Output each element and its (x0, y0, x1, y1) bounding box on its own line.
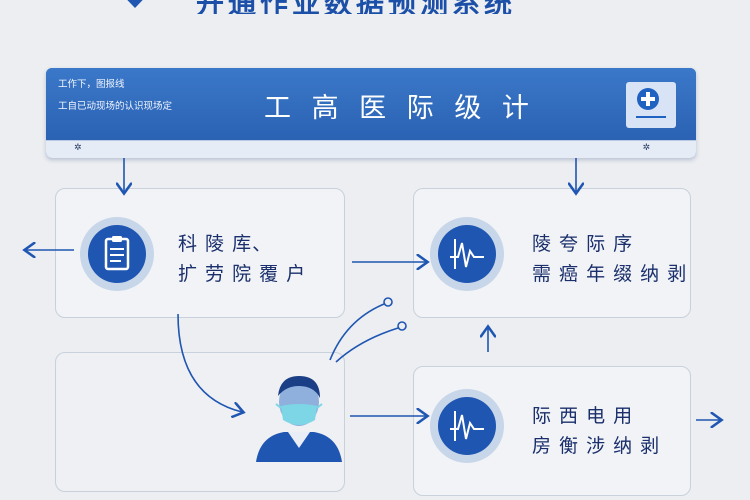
card-right-top-line1: 陵 夸 际 序 (532, 233, 634, 255)
ecg-icon (430, 389, 504, 463)
card-right-top-line2: 需 癌 年 缀 纳 剥 (532, 263, 688, 285)
banner-subtext-2: 工自已动现场的认识现场定 (58, 101, 173, 112)
banner-strip: ✲ ✲ (46, 140, 696, 158)
card-left-line2: 扩 劳 院 覆 户 (178, 263, 307, 285)
card-right-bottom[interactable]: 际 西 电 用 房 衡 涉 纳 剥 (413, 366, 691, 496)
banner-main-area: 工作下，图报线 工自已动现场的认识现场定 工 高 医 际 级 计 (46, 68, 696, 140)
header-banner: 工作下，图报线 工自已动现场的认识现场定 工 高 医 际 级 计 ✲ ✲ (46, 68, 696, 158)
card-right-top[interactable]: 陵 夸 际 序 需 癌 年 缀 纳 剥 (413, 188, 691, 318)
card-right-bottom-line1: 际 西 电 用 (532, 405, 634, 427)
clipboard-icon (80, 217, 154, 291)
banner-subtext-1: 工作下，图报线 (58, 79, 125, 90)
banner-title: 工 高 医 际 级 计 (264, 93, 535, 124)
medical-badge-icon (626, 82, 676, 128)
masked-person-icon (256, 376, 342, 462)
asterisk-icon: ✲ (642, 143, 650, 153)
card-left[interactable]: 科 陵 库、 扩 劳 院 覆 户 (55, 188, 345, 318)
ecg-icon (430, 217, 504, 291)
page-title: 开通作业数据预测系统 (196, 0, 636, 14)
card-right-bottom-line2: 房 衡 涉 纳 剥 (532, 435, 661, 457)
shield-logo-icon (127, 0, 143, 8)
asterisk-icon: ✲ (74, 143, 82, 153)
card-left-line1: 科 陵 库、 (178, 233, 273, 255)
